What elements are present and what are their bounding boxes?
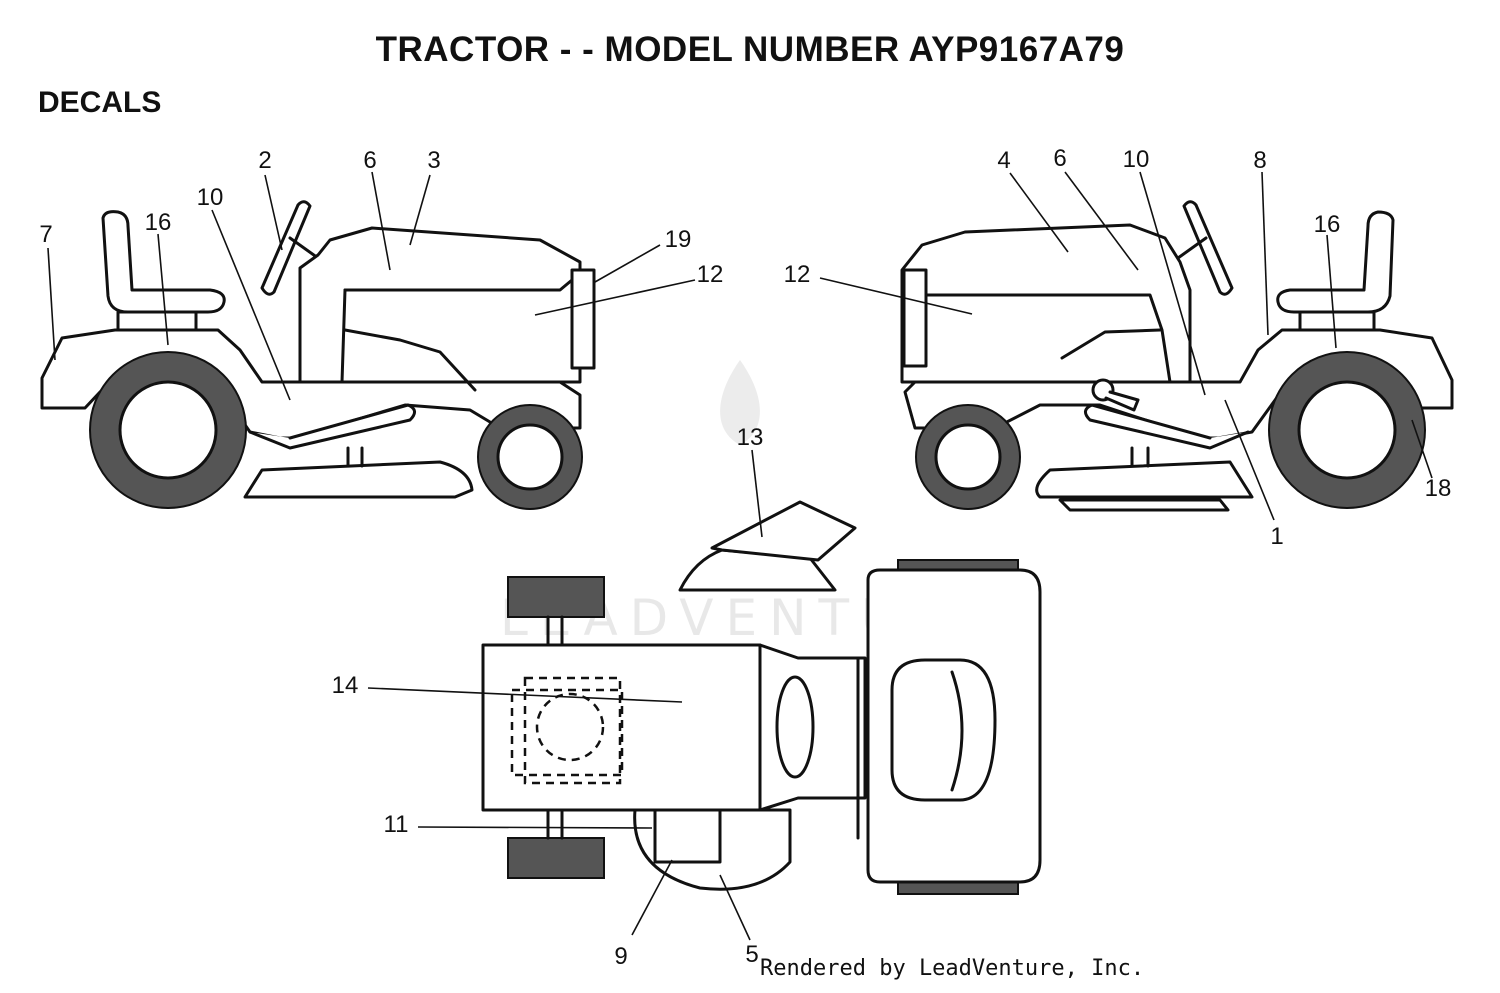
callout-label: 19 [665,226,692,253]
left-side-view [40,200,596,510]
callout-label: 4 [997,147,1010,174]
credit-text: Rendered by LeadVenture, Inc. [760,956,1145,981]
callout-label: 1 [1270,523,1283,550]
callouts-top: 13 14 11 9 5 [332,424,764,970]
callout-label: 12 [697,261,724,288]
callout-label: 7 [39,221,52,248]
page-title: TRACTOR - - MODEL NUMBER AYP9167A79 [375,30,1125,69]
callout-label: 10 [197,184,224,211]
callouts-left: 7 16 10 2 6 3 19 12 [39,147,723,288]
callout-label: 6 [1053,145,1066,172]
top-view [481,500,1042,895]
callout-label: 10 [1123,146,1150,173]
right-side-view [900,200,1454,512]
leader-lines [47,171,1433,941]
callout-label: 18 [1425,475,1452,502]
callout-label: 3 [427,147,440,174]
callout-label: 8 [1253,147,1266,174]
callout-label: 11 [384,811,409,838]
callout-label: 2 [258,147,271,174]
callout-label: 6 [363,147,376,174]
callout-label: 16 [145,209,172,236]
section-label: DECALS [38,86,162,119]
callout-label: 13 [737,424,764,451]
callouts-right: 12 4 6 10 8 16 18 1 [784,145,1452,550]
callout-label: 16 [1314,211,1341,238]
callout-label: 12 [784,261,811,288]
callout-label: 5 [745,941,758,968]
callout-label: 9 [614,943,627,970]
callout-label: 14 [332,672,359,699]
